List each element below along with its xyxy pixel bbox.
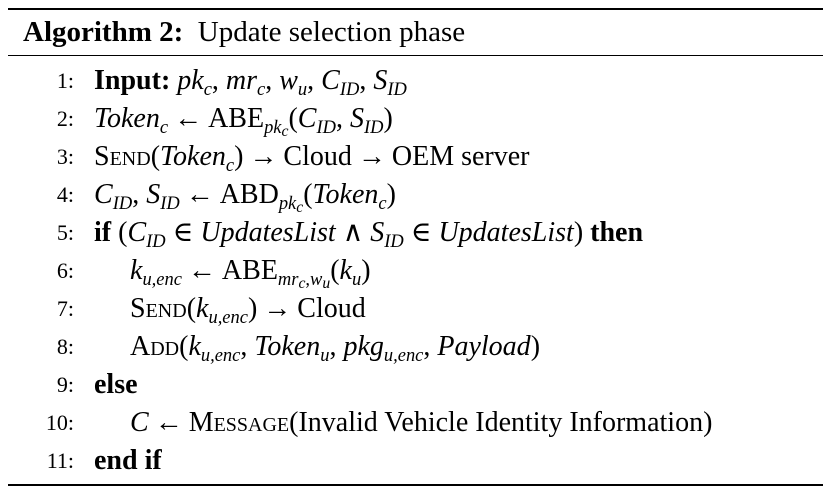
line-number: 3: <box>56 144 74 170</box>
algorithm-line-11: 11: end if <box>8 442 823 480</box>
func-send: Send <box>130 293 187 325</box>
func-abe: ABE <box>221 255 278 287</box>
line-number: 9: <box>56 372 74 398</box>
algorithm-line-2: 2: Tokenc←ABEpkc(CID, SID) <box>8 100 823 141</box>
func-send: Send <box>94 141 151 173</box>
func-abe: ABE <box>208 103 265 135</box>
line-number: 2: <box>56 106 74 132</box>
algorithm-line-9: 9: else <box>8 366 823 404</box>
line-content: ku,enc←ABEmrc,wu(ku) <box>130 255 371 293</box>
text-invalid-message: Invalid Vehicle Identity Information <box>298 407 704 439</box>
algorithm-line-10: 10: C←Message(Invalid Vehicle Identity I… <box>8 404 823 442</box>
func-abd: ABD <box>219 179 279 211</box>
algorithm-label: Algorithm 2: <box>23 16 184 48</box>
line-number: 1: <box>56 68 74 94</box>
line-content: else <box>94 366 138 404</box>
keyword-else: else <box>94 369 138 401</box>
line-content: Send(Tokenc)→Cloud→OEM server <box>94 141 530 176</box>
line-content: Input: pkc, mrc, wu, CID, SID <box>94 65 407 100</box>
line-content: end if <box>94 442 162 480</box>
algorithm-block: Algorithm 2: Update selection phase 1: I… <box>8 8 823 487</box>
line-number: 8: <box>56 334 74 360</box>
keyword-then: then <box>590 217 644 249</box>
line-content: CID, SID←ABDpkc(Tokenc) <box>94 179 396 217</box>
keyword-if: if <box>94 217 112 249</box>
algorithm-line-5: 5: if (CID ∈ UpdatesList ∧ SID ∈ Updates… <box>8 214 823 252</box>
algorithm-lines: 1: Input: pkc, mrc, wu, CID, SID 2: Toke… <box>8 56 823 484</box>
func-add: Add <box>130 331 180 363</box>
line-content: Send(ku,enc)→Cloud <box>130 293 366 328</box>
text-cloud: Cloud <box>283 141 352 173</box>
algorithm-line-4: 4: CID, SID←ABDpkc(Tokenc) <box>8 176 823 217</box>
top-rule <box>8 8 823 10</box>
line-number: 6: <box>56 258 74 284</box>
line-number: 4: <box>56 182 74 208</box>
line-number: 10: <box>45 410 74 436</box>
line-content: Add(ku,enc, Tokenu, pkgu,enc, Payload) <box>130 331 541 366</box>
line-number: 11: <box>46 448 74 474</box>
line-content: if (CID ∈ UpdatesList ∧ SID ∈ UpdatesLis… <box>94 217 644 252</box>
algorithm-line-8: 8: Add(ku,enc, Tokenu, pkgu,enc, Payload… <box>8 328 823 366</box>
text-oem-server: OEM server <box>391 141 530 173</box>
line-content: Tokenc←ABEpkc(CID, SID) <box>94 103 393 141</box>
algorithm-line-6: 6: ku,enc←ABEmrc,wu(ku) <box>8 252 823 293</box>
line-content: C←Message(Invalid Vehicle Identity Infor… <box>130 407 713 439</box>
bottom-rule <box>8 484 823 487</box>
keyword-input: Input: <box>94 65 171 97</box>
header-rule <box>8 55 823 57</box>
line-number: 5: <box>56 220 74 246</box>
algorithm-line-3: 3: Send(Tokenc)→Cloud→OEM server <box>8 138 823 176</box>
func-message: Message <box>188 407 290 439</box>
line-number: 7: <box>56 296 74 322</box>
text-cloud: Cloud <box>297 293 366 325</box>
algorithm-title: Update selection phase <box>197 16 466 48</box>
algorithm-header: Algorithm 2: Update selection phase <box>8 10 823 55</box>
algorithm-line-7: 7: Send(ku,enc)→Cloud <box>8 290 823 328</box>
algorithm-line-1: 1: Input: pkc, mrc, wu, CID, SID <box>8 62 823 100</box>
keyword-end-if: end if <box>94 445 162 477</box>
